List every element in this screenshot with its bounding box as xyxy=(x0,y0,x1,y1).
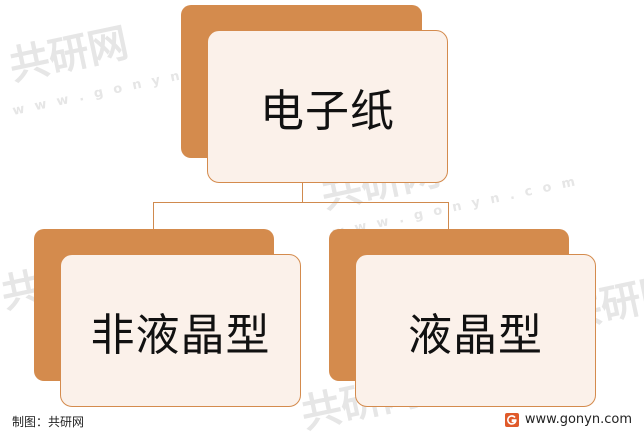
website-url[interactable]: www.gonyn.com xyxy=(524,412,632,427)
root-node: 电子纸 xyxy=(207,30,448,183)
right-node-label: 液晶型 xyxy=(408,309,543,361)
left-node-label: 非液晶型 xyxy=(90,309,271,361)
left-node: 非液晶型 xyxy=(60,254,301,407)
root-node-label: 电子纸 xyxy=(260,85,395,137)
connector-right-vertical xyxy=(448,202,449,230)
source-credit: 制图：共研网 xyxy=(12,415,85,429)
connector-horizontal xyxy=(153,202,449,203)
gonyn-logo-icon xyxy=(504,412,519,427)
watermark-text: 共研网 xyxy=(5,19,133,90)
connector-left-vertical xyxy=(153,202,154,230)
connector-root-vertical xyxy=(302,183,303,203)
website-credit: www.gonyn.com xyxy=(504,412,632,427)
right-node: 液晶型 xyxy=(355,254,596,407)
